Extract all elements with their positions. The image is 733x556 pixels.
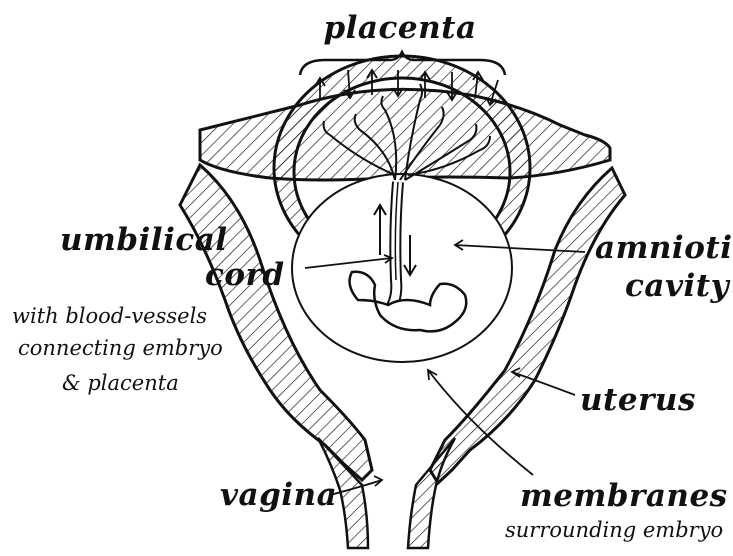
label-uterus: uterus	[580, 382, 696, 418]
label-cord-note-2: connecting embryo	[18, 336, 223, 360]
label-cord: cord	[205, 257, 285, 293]
placenta-tissue	[200, 89, 610, 180]
label-cord-note-1: with blood-vessels	[12, 304, 207, 328]
label-vagina: vagina	[220, 477, 337, 513]
label-umbilical: umbilical	[60, 222, 228, 258]
label-cavity: cavity	[625, 268, 729, 304]
label-placenta: placenta	[310, 10, 490, 46]
label-membranes: membranes	[520, 478, 728, 514]
label-membranes-note: surrounding embryo	[505, 518, 723, 542]
vagina-wall-right	[408, 438, 455, 548]
label-cord-note-3: & placenta	[62, 371, 179, 395]
